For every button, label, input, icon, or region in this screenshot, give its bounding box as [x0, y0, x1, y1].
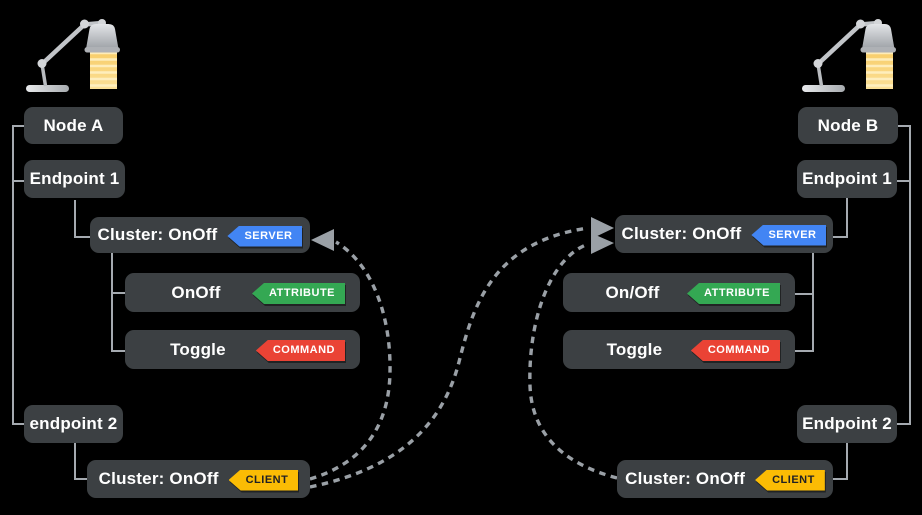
node-b-command-box: Toggle COMMAND: [563, 330, 795, 369]
node-a-command-box: Toggle COMMAND: [125, 330, 360, 369]
client-badge: CLIENT: [228, 468, 299, 491]
node-a-server-cluster-label: Cluster: OnOff: [97, 225, 218, 244]
node-a-endpoint2-box: endpoint 2: [24, 405, 123, 443]
node-b-endpoint2-label: Endpoint 2: [802, 414, 892, 433]
desk-lamp-icon-left: [26, 19, 120, 92]
node-b-box: Node B: [798, 107, 898, 144]
node-b-client-cluster-box: Cluster: OnOff CLIENT: [617, 460, 833, 498]
desk-lamp-icon-right: [802, 19, 896, 92]
command-badge: COMMAND: [690, 338, 780, 361]
client-badge: CLIENT: [755, 468, 825, 491]
node-a-client-cluster-box: Cluster: OnOff CLIENT: [87, 460, 310, 498]
node-b-server-cluster-box: Cluster: OnOff SERVER: [615, 215, 833, 253]
node-a-server-cluster-box: Cluster: OnOff SERVER: [90, 217, 310, 253]
node-a-attribute-box: OnOff ATTRIBUTE: [125, 273, 360, 312]
server-badge: SERVER: [751, 223, 827, 246]
arrowhead-into-serverA: [311, 229, 334, 251]
node-a-endpoint1-label: Endpoint 1: [29, 169, 120, 188]
attribute-badge: ATTRIBUTE: [686, 281, 780, 304]
node-b-attribute-label: On/Off: [605, 282, 660, 302]
node-a-label: Node A: [43, 115, 104, 135]
attribute-badge: ATTRIBUTE: [251, 281, 345, 304]
arrowhead-into-serverB-upper: [591, 217, 614, 239]
node-a-endpoint1-box: Endpoint 1: [24, 160, 125, 198]
node-b-command-label: Toggle: [606, 339, 663, 359]
node-a-client-cluster-label: Cluster: OnOff: [98, 469, 219, 488]
node-b-server-cluster-label: Cluster: OnOff: [621, 224, 742, 243]
command-badge: COMMAND: [255, 338, 345, 361]
node-b-endpoint1-box: Endpoint 1: [797, 160, 897, 198]
server-badge: SERVER: [227, 224, 303, 247]
arrowhead-into-serverB-lower: [591, 233, 614, 254]
node-b-endpoint2-box: Endpoint 2: [797, 405, 897, 443]
node-b-client-cluster-label: Cluster: OnOff: [625, 469, 746, 488]
node-b-attribute-box: On/Off ATTRIBUTE: [563, 273, 795, 312]
node-a-endpoint2-label: endpoint 2: [29, 414, 118, 433]
node-a-box: Node A: [24, 107, 123, 144]
node-b-endpoint1-label: Endpoint 1: [802, 169, 892, 188]
node-a-attribute-label: OnOff: [171, 282, 221, 302]
node-b-label: Node B: [817, 115, 879, 135]
node-a-command-label: Toggle: [170, 339, 226, 359]
